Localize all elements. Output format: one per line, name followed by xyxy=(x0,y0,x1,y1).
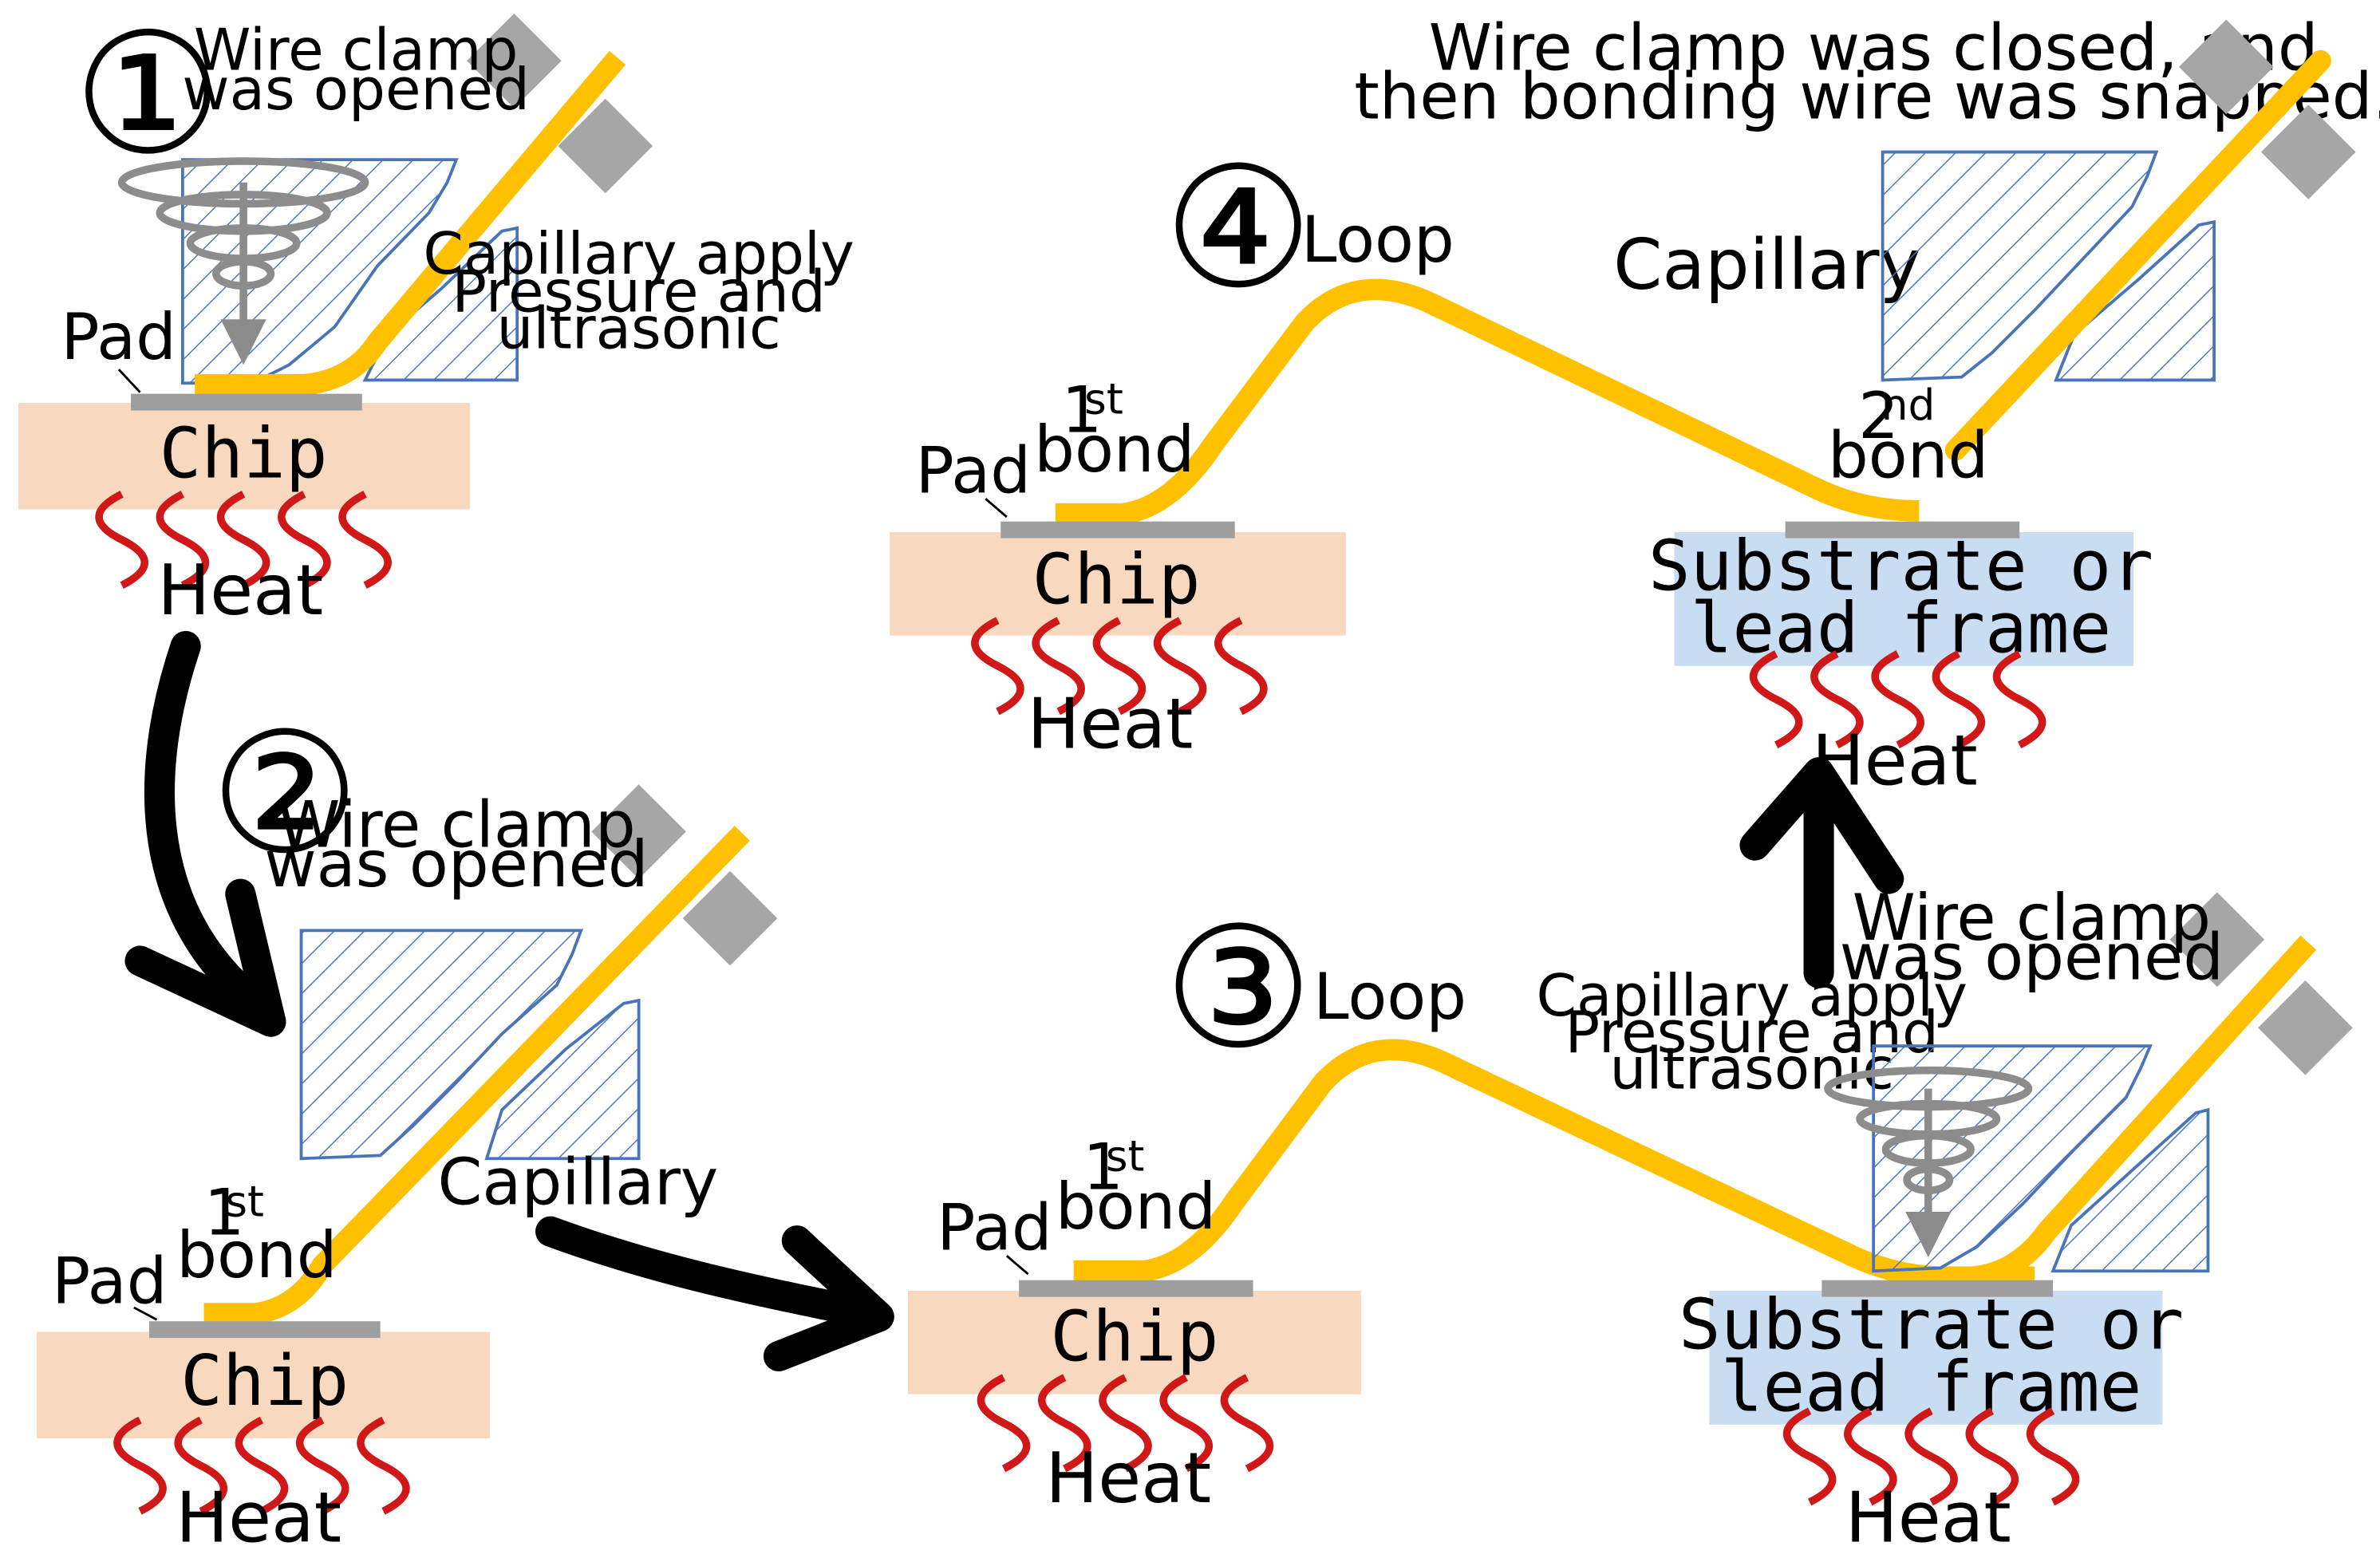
heat-wave-icon xyxy=(971,617,1268,716)
heat-wave-icon xyxy=(95,491,392,590)
bond-ordinal-suffix: st xyxy=(1084,373,1123,424)
pad-pointer xyxy=(985,498,1008,519)
clamp-label-line2: was opened xyxy=(182,57,530,124)
chip-label: Chip xyxy=(160,412,328,494)
substrate-body xyxy=(1709,1291,2163,1425)
bond-ordinal: 1 xyxy=(204,1176,245,1250)
bond-pad xyxy=(1785,521,2020,538)
bond2-ordinal: 2 xyxy=(1858,379,1899,453)
clamp-label-line1: Wire clamp xyxy=(1853,881,2211,955)
pad-label: Pad xyxy=(915,433,1031,507)
chip-label: Chip xyxy=(1032,539,1201,621)
bond2-ordinal-suffix: nd xyxy=(1881,380,1936,430)
chip-body xyxy=(18,403,471,510)
substrate-label-line2: lead frame xyxy=(1721,1347,2142,1428)
substrate-body xyxy=(1674,532,2134,666)
bond-pad xyxy=(1001,521,1235,538)
substrate-label-line1: Substrate or xyxy=(1648,525,2153,606)
bonding-wire-snapped xyxy=(1944,49,2331,461)
step-4-panel: ④ Loop 1 st bond Pad Chip Heat Wire clam… xyxy=(890,11,2380,801)
bond-ordinal-suffix: st xyxy=(225,1177,264,1227)
clamp-label-line1: Wire clamp was closed, and xyxy=(1429,11,2319,85)
substrate-label-line1: Substrate or xyxy=(1679,1284,2184,1365)
step-1-panel: ① Wire clamp was opened Capillary apply … xyxy=(18,0,855,631)
heat-label: Heat xyxy=(1027,684,1193,765)
chip-body xyxy=(36,1331,490,1438)
bonding-wire xyxy=(1969,935,2317,1288)
flow-arrow-icon xyxy=(1739,757,1904,988)
clamp-label-line1: Wire clamp xyxy=(277,788,635,862)
pad-label: Pad xyxy=(61,300,176,374)
capillary-icon xyxy=(1881,150,2216,382)
pad-label: Pad xyxy=(937,1191,1052,1265)
bond2-word: bond xyxy=(1828,418,1988,492)
bond-ordinal: 1 xyxy=(1083,1130,1123,1204)
step-4-number: ④ xyxy=(1163,131,1313,325)
heat-wave-icon xyxy=(1750,650,2046,749)
bond-ordinal: 1 xyxy=(1061,373,1102,447)
chip-label: Chip xyxy=(1050,1296,1218,1378)
bond-word: bond xyxy=(1056,1170,1216,1244)
chip-body xyxy=(907,1291,1361,1394)
heat2-label: Heat xyxy=(1845,1477,2011,1559)
capillary-label-line3: ultrasonic xyxy=(496,295,780,362)
capillary-label-line2: Pressure and xyxy=(452,259,825,326)
ultrasonic-spiral-icon xyxy=(1824,1066,2033,1258)
pad-pointer xyxy=(1005,1255,1029,1276)
bond-pad xyxy=(131,393,362,411)
heat-label: Heat xyxy=(157,550,323,631)
loop-label: Loop xyxy=(1301,203,1454,277)
chip-label: Chip xyxy=(180,1340,349,1422)
substrate-label-line2: lead frame xyxy=(1691,588,2112,669)
step-3-panel: ③ Loop 1 st bond Pad Chip Heat Wire clam… xyxy=(907,881,2353,1559)
bond-ordinal-suffix: st xyxy=(1106,1130,1145,1181)
step-2-panel: ② Wire clamp was opened Capillary 1 st b… xyxy=(36,696,778,1559)
bond-pad xyxy=(1019,1280,1253,1297)
pad-label: Pad xyxy=(52,1244,168,1318)
heat-label: Heat xyxy=(176,1477,341,1559)
clamp-label-line1: Wire clamp xyxy=(194,18,519,85)
heat2-label: Heat xyxy=(1812,720,1978,801)
pad-pointer xyxy=(133,1306,158,1321)
bond-pad xyxy=(1822,1280,2054,1297)
bond-word: bond xyxy=(176,1218,337,1292)
bonding-wire xyxy=(195,50,626,396)
capillary-label-line1: Capillary apply xyxy=(423,221,855,288)
heat-wave-icon xyxy=(1783,1407,2080,1506)
capillary-label: Capillary xyxy=(438,1145,719,1219)
step-3-number: ③ xyxy=(1163,891,1313,1086)
flow-arrow-icon xyxy=(535,1216,894,1372)
heat-wave-icon xyxy=(113,1416,410,1515)
capillary-label: Capillary xyxy=(1613,224,1920,306)
ultrasonic-spiral-icon xyxy=(117,157,369,365)
bond-pad xyxy=(148,1321,381,1339)
clamp-label-line2: was opened xyxy=(264,827,648,901)
heat-label: Heat xyxy=(1045,1438,1211,1519)
capillary-label-line1: Capillary apply xyxy=(1536,963,1968,1030)
capillary-label-line3: ultrasonic xyxy=(1610,1036,1894,1103)
capillary-icon xyxy=(299,929,641,1161)
loop-label: Loop xyxy=(1313,960,1466,1034)
bonding-wire xyxy=(203,826,750,1324)
heat-wave-icon xyxy=(977,1374,1274,1473)
pad-pointer xyxy=(117,369,141,393)
clamp-label-line2: was opened xyxy=(1840,920,2224,994)
step-2-number: ② xyxy=(210,696,360,891)
bond-word: bond xyxy=(1034,412,1194,487)
capillary-icon xyxy=(180,158,519,385)
bonding-wire-loop xyxy=(1055,278,1920,525)
flow-arrow-icon xyxy=(124,630,286,1037)
